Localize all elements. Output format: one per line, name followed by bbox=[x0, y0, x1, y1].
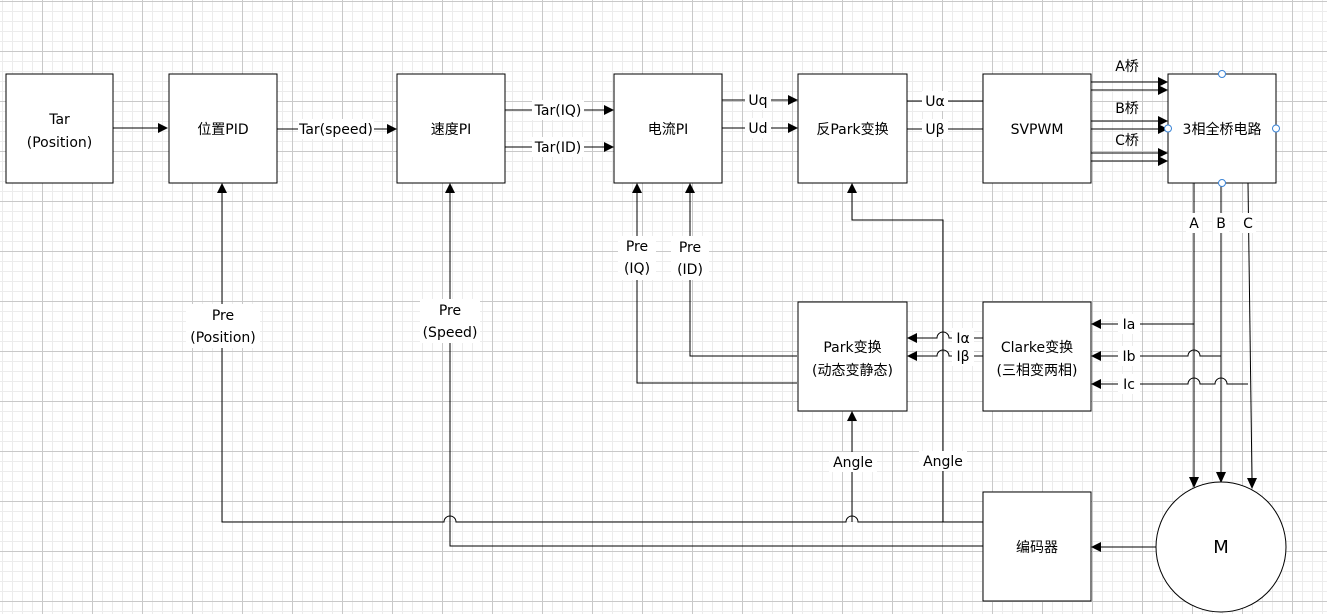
label-ud: Ud bbox=[748, 121, 767, 137]
wire-pre-position bbox=[221, 190, 943, 523]
selection-handle-bottom[interactable] bbox=[1218, 179, 1226, 187]
label-uq: Uq bbox=[748, 93, 767, 109]
label-ia: Ia bbox=[1123, 317, 1136, 333]
arrow-phase-a bbox=[1189, 477, 1199, 488]
svpwm-block: SVPWM bbox=[982, 73, 1092, 184]
arrow-pwm-b-low bbox=[1158, 124, 1168, 134]
tar-position-line2: (Position) bbox=[27, 135, 92, 151]
arrow-angle-inv-park bbox=[847, 183, 857, 193]
arrow-pre-speed bbox=[445, 183, 455, 193]
label-pre-iq-line1: Pre bbox=[626, 239, 648, 255]
clarke-block: Clarke变换 (三相变两相) bbox=[982, 301, 1092, 412]
clarke-label-line1: Clarke变换 bbox=[1001, 339, 1073, 356]
arrow-pwm-b-high bbox=[1158, 116, 1168, 126]
encoder-label: 编码器 bbox=[1016, 540, 1058, 556]
label-tar-iq: Tar(IQ) bbox=[534, 103, 582, 119]
position-pid-label: 位置PID bbox=[197, 122, 248, 138]
arrow-uq bbox=[788, 95, 798, 105]
arrow-ialpha bbox=[907, 333, 917, 343]
arrow-to-speed-pi bbox=[387, 124, 397, 134]
label-tar-speed: Tar(speed) bbox=[298, 122, 373, 138]
wire-angle-inv-park bbox=[851, 190, 983, 523]
arrow-pre-id bbox=[685, 183, 695, 193]
arrowheads bbox=[158, 77, 1257, 552]
selection-handle-right[interactable] bbox=[1272, 124, 1280, 133]
label-pre-id-line2: (ID) bbox=[677, 262, 703, 278]
speed-pi-label: 速度PI bbox=[431, 122, 472, 138]
arrow-pwm-a-high bbox=[1158, 77, 1168, 87]
label-tar-id: Tar(ID) bbox=[534, 140, 581, 156]
label-phase-b: B bbox=[1216, 216, 1226, 232]
arrow-phase-b bbox=[1216, 472, 1226, 483]
label-pre-iq-line2: (IQ) bbox=[624, 261, 650, 277]
inverse-park-block: 反Park变换 bbox=[797, 73, 908, 184]
label-angle-park: Angle bbox=[833, 455, 873, 471]
arrow-pre-iq bbox=[632, 183, 642, 193]
arrow-pwm-a-low bbox=[1158, 85, 1168, 95]
svpwm-label: SVPWM bbox=[1011, 122, 1064, 138]
selection-handle-left[interactable] bbox=[1164, 124, 1172, 133]
label-phase-a: A bbox=[1189, 216, 1199, 232]
speed-pi-block: 速度PI bbox=[396, 73, 506, 184]
label-ubeta: Uβ bbox=[925, 122, 944, 138]
label-angle-inv-park: Angle bbox=[923, 454, 963, 470]
arrow-tar-iq bbox=[604, 105, 614, 115]
park-label-line2: (动态变静态) bbox=[812, 363, 893, 379]
arrow-phase-c bbox=[1247, 478, 1257, 489]
label-b-bridge: B桥 bbox=[1115, 101, 1139, 117]
label-ib: Ib bbox=[1122, 349, 1135, 365]
current-pi-block: 电流PI bbox=[613, 73, 723, 184]
arrow-ibeta bbox=[907, 351, 917, 361]
motor-label: M bbox=[1213, 537, 1229, 558]
position-pid-block: 位置PID bbox=[168, 73, 278, 184]
park-label-line1: Park变换 bbox=[823, 339, 881, 356]
label-pre-position-line1: Pre bbox=[212, 308, 234, 324]
arrow-to-encoder bbox=[1091, 542, 1101, 552]
wire-ic bbox=[1100, 377, 1248, 385]
bridge-label: 3相全桥电路 bbox=[1183, 121, 1262, 138]
label-pre-position-line2: (Position) bbox=[190, 330, 255, 346]
park-block: Park变换 (动态变静态) bbox=[797, 301, 908, 412]
arrow-pre-position bbox=[217, 183, 227, 193]
arrow-ud bbox=[788, 123, 798, 133]
selection-handle-top[interactable] bbox=[1218, 70, 1226, 78]
arrow-ia bbox=[1091, 319, 1101, 329]
clarke-label-line2: (三相变两相) bbox=[997, 363, 1078, 379]
label-ic: Ic bbox=[1123, 377, 1135, 393]
label-ualpha: Uα bbox=[925, 94, 944, 110]
wire-pre-iq bbox=[636, 190, 797, 384]
encoder-block: 编码器 bbox=[982, 491, 1092, 602]
label-a-bridge: A桥 bbox=[1115, 59, 1139, 75]
arrow-tar-id bbox=[604, 142, 614, 152]
tar-position-line1: Tar bbox=[48, 112, 70, 128]
label-pre-speed-line1: Pre bbox=[439, 303, 461, 319]
label-pre-id-line1: Pre bbox=[679, 240, 701, 256]
bridge-block: 3相全桥电路 bbox=[1164, 70, 1280, 187]
inverse-park-label: 反Park变换 bbox=[816, 121, 888, 138]
tar-position-block: Tar (Position) bbox=[5, 73, 114, 184]
arrow-ic bbox=[1091, 379, 1101, 389]
label-pre-speed-line2: (Speed) bbox=[423, 325, 478, 341]
current-pi-label: 电流PI bbox=[648, 122, 689, 138]
arrow-ib bbox=[1091, 351, 1101, 361]
wire-ib bbox=[1100, 349, 1221, 357]
label-ibeta: Iβ bbox=[956, 349, 969, 365]
arrow-pwm-c-high bbox=[1158, 148, 1168, 158]
arrow-angle-park bbox=[847, 411, 857, 421]
blocks: Tar (Position) 位置PID 速度PI 电流PI 反Park变换 S… bbox=[5, 70, 1287, 613]
arrow-pwm-c-low bbox=[1158, 156, 1168, 166]
label-ialpha: Iα bbox=[956, 331, 969, 347]
arrow-to-position-pid bbox=[158, 123, 168, 133]
signal-labels: Tar(speed) Tar(IQ) Tar(ID) Uq Ud Uα Uβ A… bbox=[186, 59, 1256, 472]
label-c-bridge: C桥 bbox=[1115, 133, 1139, 149]
label-phase-c: C bbox=[1243, 216, 1253, 232]
motor-block: M bbox=[1155, 481, 1287, 613]
